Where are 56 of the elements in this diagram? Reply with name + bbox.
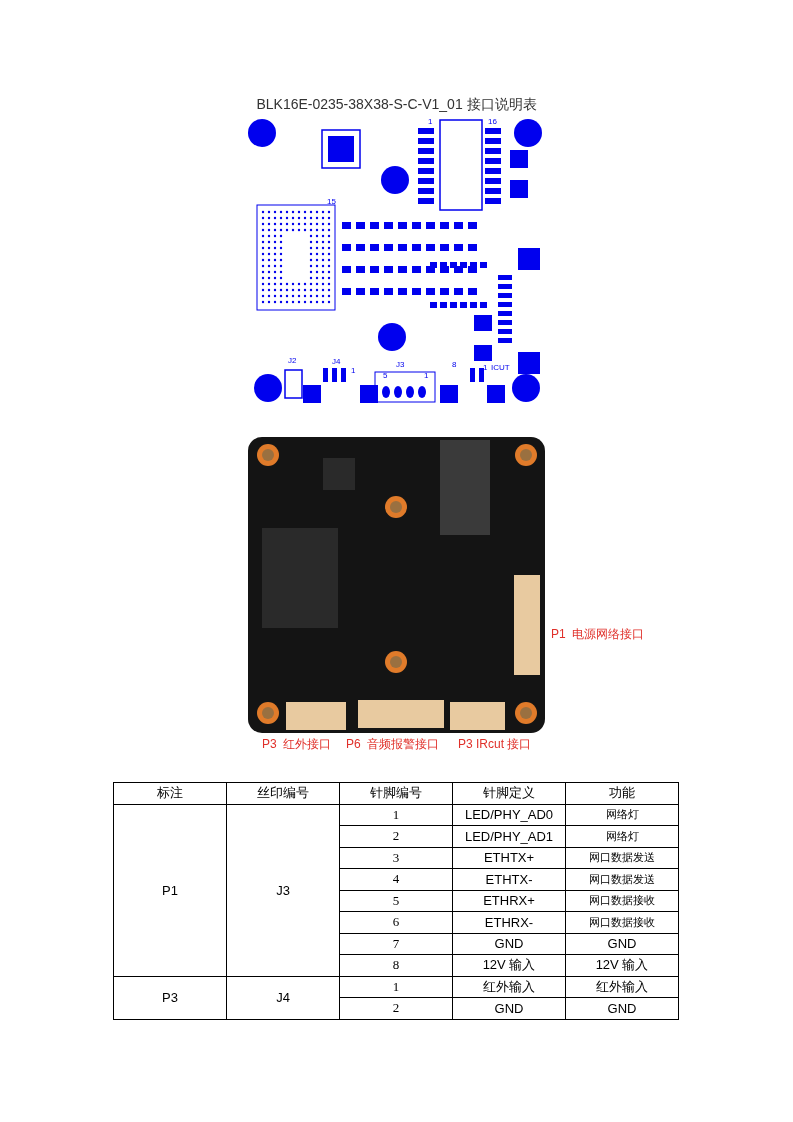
table-cell: 网口数据接收 xyxy=(565,911,679,933)
silkscreen-label: 1 xyxy=(483,363,488,372)
connector-caption: P6 音频报警接口 xyxy=(346,736,440,753)
silkscreen-label: 1 xyxy=(428,117,433,126)
header-cell: 丝印编号 xyxy=(226,782,340,804)
table-cell: GND xyxy=(452,933,566,955)
header-cell: 针脚编号 xyxy=(339,782,453,804)
table-cell: 3 xyxy=(339,847,453,869)
table-cell: GND xyxy=(565,933,679,955)
table-cell: GND xyxy=(565,997,679,1019)
table-cell: 7 xyxy=(339,933,453,955)
table-cell: 6 xyxy=(339,911,453,933)
title: BLK16E-0235-38X38-S-C-V1_01 接口说明表 xyxy=(255,96,538,114)
table-cell: 网口数据发送 xyxy=(565,868,679,890)
table-cell: 4 xyxy=(339,868,453,890)
header-cell: 针脚定义 xyxy=(452,782,566,804)
table-cell: 2 xyxy=(339,825,453,847)
table-cell: 网口数据接收 xyxy=(565,890,679,912)
silkscreen-label: 16 xyxy=(488,117,497,126)
table-cell: 1 xyxy=(339,976,453,998)
table-cell: ETHTX- xyxy=(452,868,566,890)
silkscreen-label: J2 xyxy=(288,356,297,365)
silkscreen-label: J3 xyxy=(396,360,405,369)
header-cell: 功能 xyxy=(565,782,679,804)
table-cell: 12V 输入 xyxy=(452,954,566,976)
table-cell: 2 xyxy=(339,997,453,1019)
header-cell: 标注 xyxy=(113,782,227,804)
table-cell: ETHTX+ xyxy=(452,847,566,869)
table-cell: 红外输入 xyxy=(565,976,679,998)
silkscreen-label: 1 xyxy=(351,366,356,375)
table-cell: P3 xyxy=(113,976,227,1019)
connector-caption: P3 红外接口 xyxy=(262,736,332,753)
table-cell: J3 xyxy=(226,804,340,976)
table-cell: 8 xyxy=(339,954,453,976)
table-cell: GND xyxy=(452,997,566,1019)
table-cell: J4 xyxy=(226,976,340,1019)
silkscreen-label: 15 xyxy=(327,197,336,206)
silkscreen-label: ICUT xyxy=(491,363,510,372)
table-cell: LED/PHY_AD0 xyxy=(452,804,566,826)
table-cell: 1 xyxy=(339,804,453,826)
table-cell: 网络灯 xyxy=(565,825,679,847)
silkscreen-label: J4 xyxy=(332,357,341,366)
silkscreen-label: 8 xyxy=(452,360,457,369)
silkscreen-label: 1 xyxy=(424,371,429,380)
table-cell: 红外输入 xyxy=(452,976,566,998)
table-cell: LED/PHY_AD1 xyxy=(452,825,566,847)
table-cell: 12V 输入 xyxy=(565,954,679,976)
table-cell: ETHRX+ xyxy=(452,890,566,912)
table-cell: 网络灯 xyxy=(565,804,679,826)
table-cell: 网口数据发送 xyxy=(565,847,679,869)
table-cell: ETHRX- xyxy=(452,911,566,933)
connector-caption: P1 电源网络接口 xyxy=(551,626,645,643)
table-cell: P1 xyxy=(113,804,227,976)
connector-caption: P3 IRcut 接口 xyxy=(458,736,532,753)
table-cell: 5 xyxy=(339,890,453,912)
silkscreen-label: 5 xyxy=(383,371,388,380)
